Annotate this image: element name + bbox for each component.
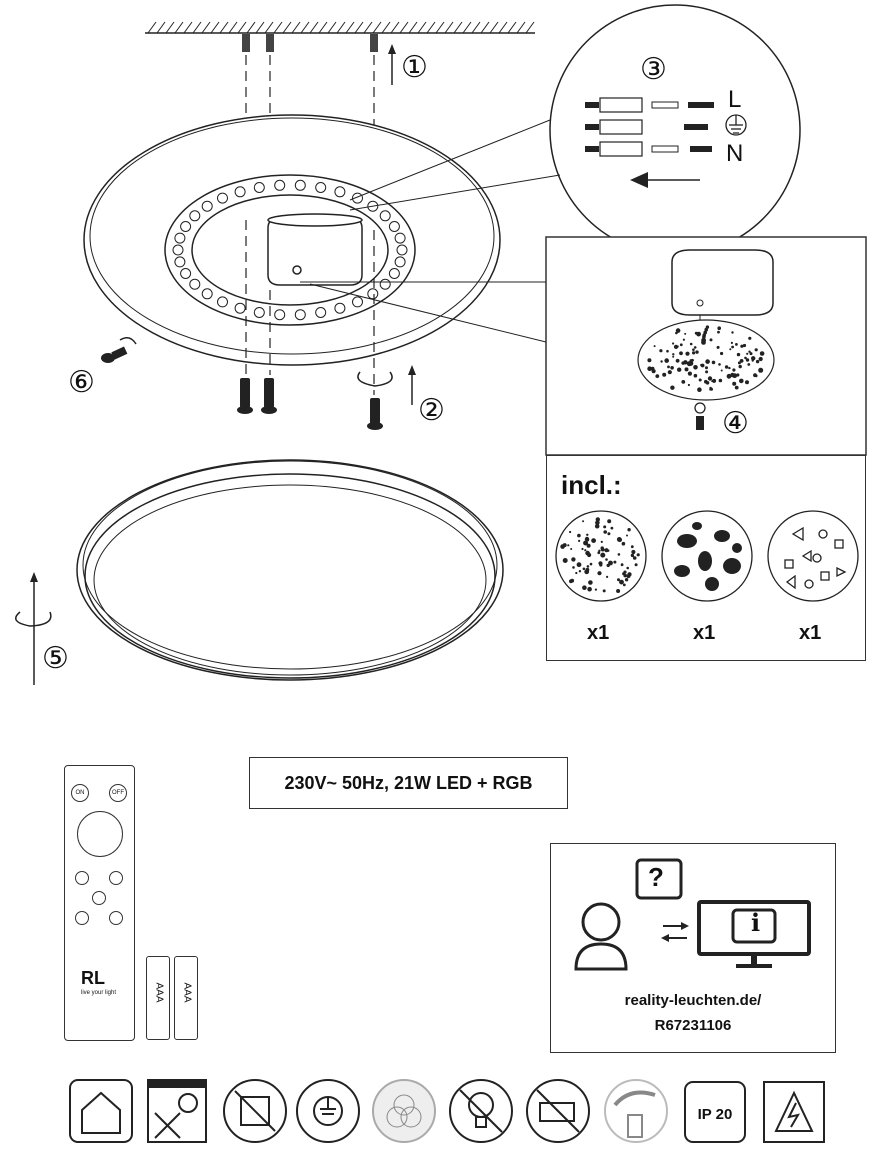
- battery-label: AAA: [153, 982, 165, 1003]
- support-url-line2[interactable]: R67231106: [654, 1017, 732, 1034]
- screws: [237, 378, 383, 430]
- neutral-label: N: [726, 140, 744, 167]
- rgbw-icon: [372, 1079, 436, 1143]
- base-plate: [83, 114, 501, 366]
- remote-off-button: OFF: [109, 784, 127, 802]
- support-box: ? i reality-leuchten.de/ R67231106: [550, 843, 836, 1053]
- step-2-label: ②: [418, 393, 445, 428]
- no-insulation-cover-icon: [526, 1079, 590, 1143]
- battery-1: AAA: [146, 956, 170, 1040]
- battery-label: AAA: [181, 982, 193, 1003]
- monitor-icon: [697, 900, 811, 956]
- included-heading: incl.:: [561, 470, 622, 500]
- remote-button: [92, 891, 106, 905]
- support-illustration: [574, 858, 811, 971]
- assembly-diagram: [15, 4, 867, 685]
- remote-button: [75, 911, 89, 925]
- remote-dial: [77, 811, 123, 857]
- step-4-label: ④: [722, 406, 749, 441]
- question-mark: ?: [648, 862, 664, 892]
- included-box: incl.: x1 x1 x1: [546, 455, 866, 661]
- protective-earth-icon: [296, 1079, 360, 1143]
- question-bubble-icon: [635, 858, 683, 900]
- no-bathroom-icon: [147, 1079, 207, 1143]
- step-1-label: ①: [401, 50, 428, 85]
- animals-pattern: [674, 522, 742, 591]
- ip20-label: IP 20: [697, 1106, 733, 1123]
- step-6-label: ⑥: [68, 365, 95, 400]
- remote-tagline: live your light: [81, 990, 117, 996]
- live-label: L: [728, 86, 742, 113]
- user-icon: [581, 902, 621, 942]
- side-screw: [101, 346, 128, 363]
- lamp-shade: [76, 459, 504, 681]
- spec-text: 230V~ 50Hz, 21W LED + RGB: [284, 772, 533, 793]
- wall-plugs: [242, 34, 378, 52]
- animals-qty: x1: [693, 622, 716, 644]
- driver-box: [267, 213, 363, 286]
- wiring-detail: [349, 4, 801, 256]
- remote-logo: RL: [81, 968, 105, 988]
- led-module: [172, 179, 408, 321]
- info-bubble-icon: [731, 908, 777, 944]
- symbol-row: [69, 1079, 825, 1143]
- battery-2: AAA: [174, 956, 198, 1040]
- remote-on-button: ON: [71, 784, 89, 802]
- ip20-icon: [684, 1081, 746, 1143]
- no-dimmer-icon: [223, 1079, 287, 1143]
- indoor-use-icon: [69, 1079, 133, 1143]
- remote-button: [75, 871, 89, 885]
- remote-button: [109, 911, 123, 925]
- spec-box: 230V~ 50Hz, 21W LED + RGB: [249, 757, 568, 809]
- shapes-qty: x1: [799, 622, 822, 644]
- remote-button: [109, 871, 123, 885]
- electric-hazard-icon: [763, 1081, 825, 1143]
- pattern-disc-detail: [300, 236, 867, 456]
- led-not-replaceable-icon: [449, 1079, 513, 1143]
- step-5-label: ⑤: [42, 641, 69, 676]
- included-discs: [555, 510, 859, 602]
- ceiling: [145, 21, 535, 34]
- stars-qty: x1: [587, 622, 610, 644]
- step-3-label: ③: [640, 52, 667, 87]
- distance-icon: [604, 1079, 668, 1143]
- remote-control: ON OFF RL live your light: [64, 765, 135, 1041]
- shapes-pattern: [784, 526, 847, 590]
- support-url-line1[interactable]: reality-leuchten.de/: [624, 992, 762, 1009]
- info-mark: i: [751, 908, 761, 937]
